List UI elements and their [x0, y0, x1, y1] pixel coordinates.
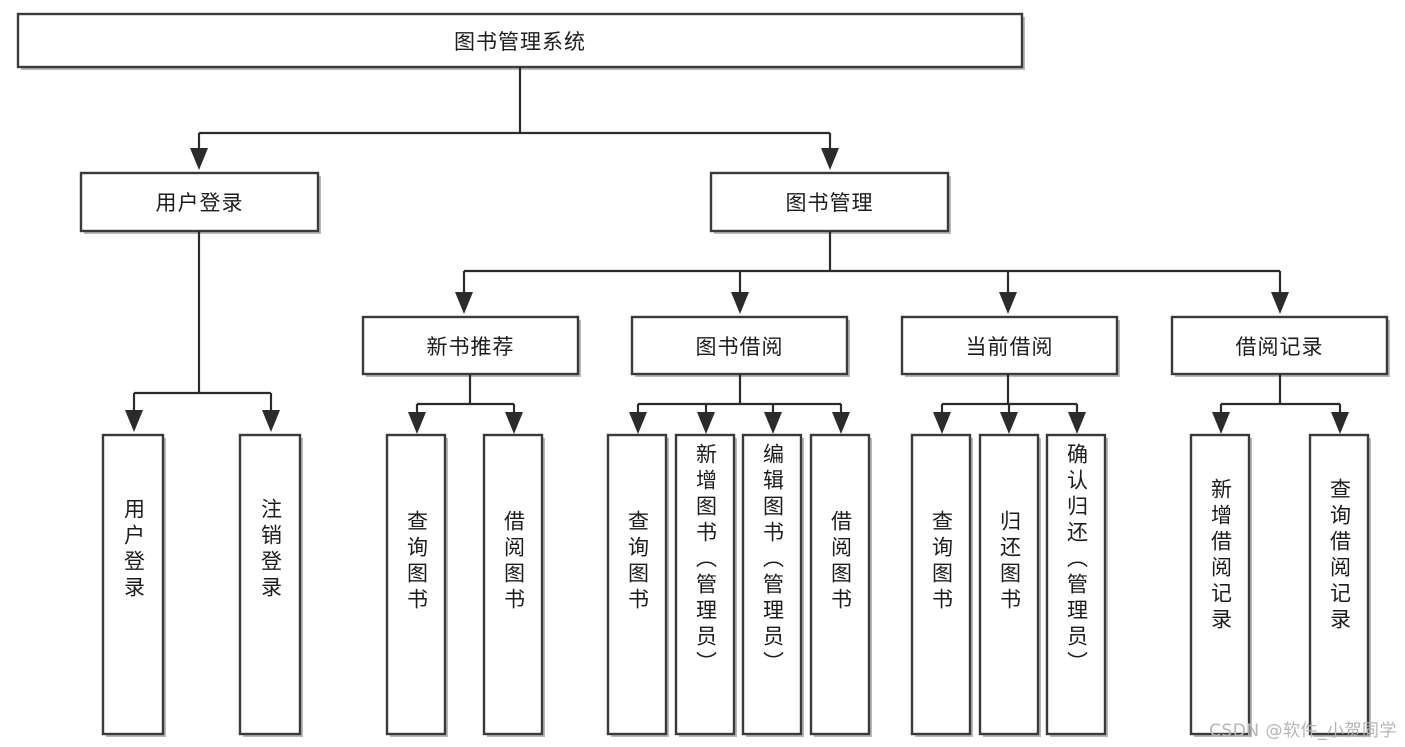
- arrow-to-user-login: [190, 148, 208, 170]
- arrow-to-book-borrow: [731, 292, 749, 314]
- arrow-to-borrow-record: [1271, 292, 1289, 314]
- csdn-watermark: CSDN @软件_小贺同学: [1209, 721, 1397, 741]
- node-leaf-edit-book[interactable]: [741, 433, 804, 737]
- arrow-to-current-borrow: [999, 292, 1017, 314]
- node-leaf-confirm-return[interactable]: [1045, 433, 1108, 737]
- node-leaf-query-book-2[interactable]: [606, 433, 669, 737]
- arrow-leaf-user-login: [125, 410, 143, 432]
- node-current-borrow[interactable]: [900, 315, 1120, 377]
- node-leaf-logout[interactable]: [238, 433, 303, 737]
- node-leaf-user-login[interactable]: [101, 433, 166, 737]
- arrow-to-book-manage: [821, 148, 839, 170]
- node-root[interactable]: [16, 12, 1025, 70]
- arrow-leaf-query-book-3: [933, 412, 951, 434]
- node-new-book-rec[interactable]: [361, 315, 581, 377]
- arrow-leaf-borrow-book-1: [505, 412, 523, 434]
- node-user-login[interactable]: [79, 171, 321, 234]
- arrow-leaf-confirm-return: [1068, 412, 1086, 434]
- node-book-borrow[interactable]: [630, 315, 850, 377]
- node-book-manage[interactable]: [709, 171, 951, 234]
- arrow-leaf-query-book-2: [629, 412, 647, 434]
- arrow-to-new-book-rec: [455, 292, 473, 314]
- arrow-leaf-return-book: [1000, 412, 1018, 434]
- arrow-leaf-query-book-1: [408, 412, 426, 434]
- arrow-leaf-add-record: [1212, 412, 1230, 434]
- node-leaf-return-book[interactable]: [978, 433, 1041, 737]
- arrow-leaf-logout: [262, 410, 280, 432]
- node-leaf-query-book-3[interactable]: [910, 433, 973, 737]
- node-leaf-add-record[interactable]: [1189, 433, 1252, 737]
- node-leaf-query-record[interactable]: [1308, 433, 1371, 737]
- node-leaf-borrow-book-2[interactable]: [809, 433, 872, 737]
- node-borrow-record[interactable]: [1170, 315, 1390, 377]
- arrow-leaf-query-record: [1331, 412, 1349, 434]
- arrow-leaf-add-book: [697, 412, 715, 434]
- node-leaf-add-book[interactable]: [674, 433, 737, 737]
- arrow-leaf-edit-book: [764, 412, 782, 434]
- node-leaf-borrow-book-1[interactable]: [482, 433, 545, 737]
- arrow-leaf-borrow-book-2: [832, 412, 850, 434]
- node-leaf-query-book-1[interactable]: [385, 433, 448, 737]
